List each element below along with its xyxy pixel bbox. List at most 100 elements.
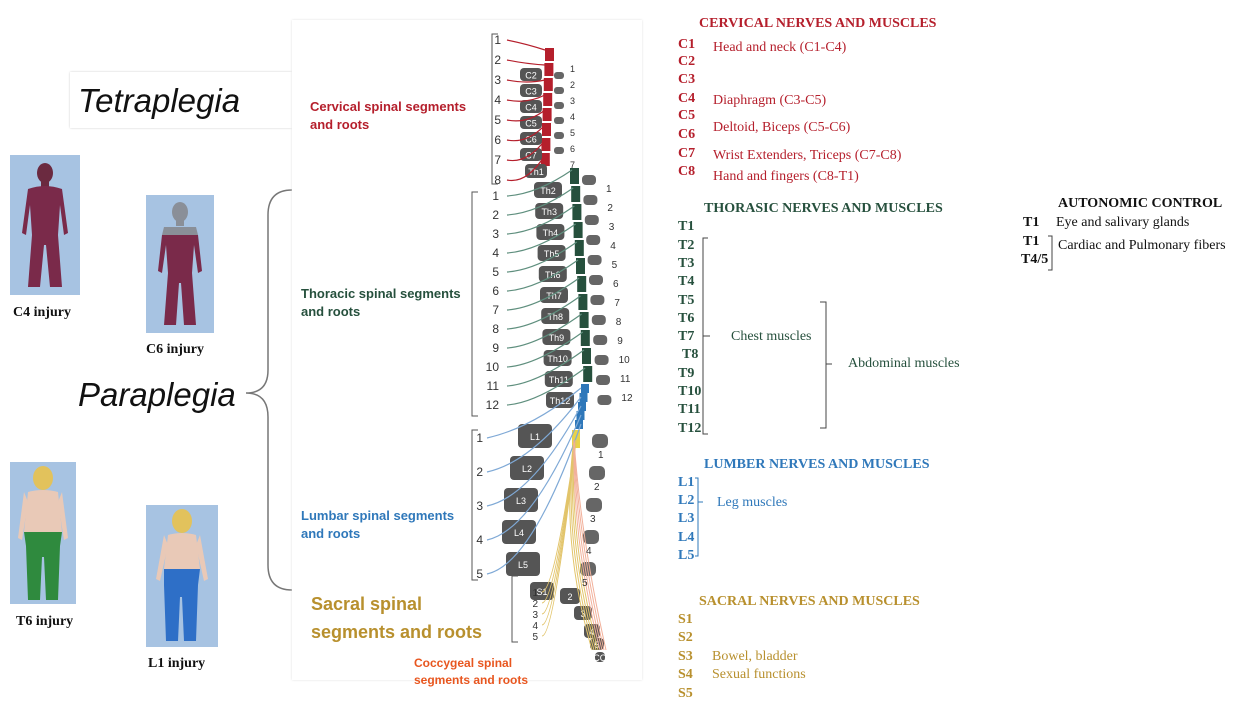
- thoracic-root-number: 2: [492, 208, 499, 222]
- level-t7: T7: [678, 329, 694, 345]
- level-t10: T10: [678, 384, 701, 400]
- sacral-root-number: 4: [532, 621, 538, 632]
- level-s3: S3: [678, 649, 693, 665]
- right-lumbar-number: 4: [586, 546, 592, 557]
- level-t5: T5: [678, 293, 694, 309]
- level-c2: C2: [678, 54, 695, 70]
- leg-muscles-desc: Leg muscles: [717, 495, 787, 511]
- l1-body-figure: [146, 505, 218, 647]
- spinous-process: [588, 255, 602, 265]
- spinous-process: [596, 375, 610, 385]
- t6-injury-label: T6 injury: [16, 614, 73, 630]
- lumbar-bracket: [693, 476, 707, 560]
- level-l4: L4: [678, 530, 694, 546]
- spinous-process: [554, 102, 564, 109]
- spine-illustration: C2C3C4C5C6C7Th1Th2Th3Th4Th5Th6Th7Th8Th9T…: [292, 20, 642, 680]
- head-and-neck-desc: Head and neck (C1-C4): [713, 40, 846, 56]
- spinous-process: [592, 315, 606, 325]
- right-cervical-number: 6: [570, 144, 575, 154]
- level-l1: L1: [678, 475, 694, 491]
- vertebra-label: 2: [567, 592, 572, 602]
- cervical-cord-segment: [545, 48, 554, 61]
- level-c5: C5: [678, 108, 695, 124]
- cervical-root-number: 6: [494, 133, 501, 147]
- sacral-root-number: 2: [532, 599, 538, 610]
- spinous-process: [592, 434, 608, 448]
- cervical-cord-segment: [542, 123, 551, 136]
- level-s2: S2: [678, 630, 693, 646]
- spinous-process: [554, 147, 564, 154]
- right-thoracic-number: 6: [613, 279, 619, 290]
- spinous-process: [590, 295, 604, 305]
- cervical-root-number: 5: [494, 113, 501, 127]
- thoracic-root-number: 4: [492, 246, 499, 260]
- l1-injury-label: L1 injury: [148, 656, 205, 672]
- spinous-process: [583, 195, 597, 205]
- thoracic-root-number: 5: [492, 265, 499, 279]
- thoracic-root-number: 8: [492, 322, 499, 336]
- thoracic-root-number: 11: [487, 379, 500, 393]
- level-t11: T11: [678, 402, 701, 418]
- vertebra-label: CO: [593, 653, 607, 663]
- level-c1: C1: [678, 37, 695, 53]
- right-thoracic-number: 2: [607, 203, 613, 214]
- right-thoracic-number: 12: [621, 393, 633, 404]
- level-c3: C3: [678, 72, 695, 88]
- cervical-cord-segment: [543, 108, 552, 121]
- eye-salivary-desc: Eye and salivary glands: [1056, 215, 1189, 231]
- tetraplegia-title: Tetraplegia: [78, 82, 240, 120]
- spinous-process: [597, 395, 611, 405]
- sacral-root-number: 1: [532, 588, 538, 599]
- thoracic-root-number: 7: [492, 303, 499, 317]
- level-c7: C7: [678, 146, 695, 162]
- level-c4: C4: [678, 91, 695, 107]
- vertebra-label: Th9: [549, 333, 565, 343]
- autonomic-level-t45: T4/5: [1021, 252, 1048, 268]
- vertebra-label: L4: [514, 528, 524, 538]
- thoracic-root-number: 1: [492, 189, 499, 203]
- cervical-nerve-root: [507, 40, 545, 50]
- sexual-functions-desc: Sexual functions: [712, 667, 806, 683]
- right-cervical-number: 2: [570, 80, 575, 90]
- right-lumbar-number: 3: [590, 514, 596, 525]
- paraplegia-brace: [240, 185, 300, 595]
- right-thoracic-number: 7: [614, 298, 620, 309]
- lumbar-root-number: 2: [476, 465, 483, 479]
- vertebra-label: Th11: [549, 375, 569, 385]
- level-l5: L5: [678, 548, 694, 564]
- level-t3: T3: [678, 256, 694, 272]
- cardiac-pulmonary-desc: Cardiac and Pulmonary fibers: [1058, 238, 1226, 254]
- cervical-root-number: 3: [494, 73, 501, 87]
- vertebra-label: C7: [525, 151, 537, 161]
- level-l2: L2: [678, 493, 694, 509]
- spinous-process: [554, 132, 564, 139]
- level-c6: C6: [678, 127, 695, 143]
- spinous-process: [593, 335, 607, 345]
- sacral-bracket: [512, 576, 518, 642]
- level-t9: T9: [678, 366, 694, 382]
- spinous-process: [585, 215, 599, 225]
- spinous-process: [589, 466, 605, 480]
- vertebra-label: Th3: [541, 207, 557, 217]
- lumbar-cord-segment: [575, 420, 583, 429]
- cervical-root-number: 8: [494, 173, 501, 187]
- abdominal-muscles-desc: Abdominal muscles: [848, 356, 960, 372]
- right-cervical-number: 4: [570, 112, 575, 122]
- lumbar-root-number: 1: [476, 431, 483, 445]
- vertebra-label: Th8: [547, 312, 563, 322]
- right-thoracic-number: 5: [612, 260, 618, 271]
- chest-muscles-desc: Chest muscles: [731, 329, 812, 345]
- cervical-heading: CERVICAL NERVES AND MUSCLES: [699, 16, 936, 32]
- bowel-bladder-desc: Bowel, bladder: [712, 649, 798, 665]
- thoracic-root-number: 10: [486, 360, 500, 374]
- thoracic-root-number: 3: [492, 227, 499, 241]
- lumbar-root-number: 3: [476, 499, 483, 513]
- cervical-cord-segment: [544, 63, 553, 76]
- spinous-process: [554, 87, 564, 94]
- c4-injury-label: C4 injury: [13, 305, 71, 321]
- thoracic-root-number: 12: [486, 398, 500, 412]
- sacral-root-number: 5: [532, 632, 538, 643]
- spinous-process: [586, 235, 600, 245]
- right-thoracic-number: 9: [617, 336, 623, 347]
- spinous-process: [554, 72, 564, 79]
